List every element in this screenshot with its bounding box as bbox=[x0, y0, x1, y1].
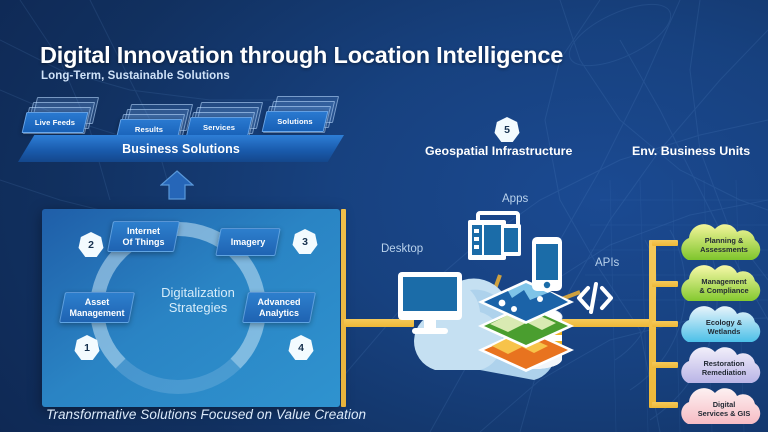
card-stack-results[interactable]: Results bbox=[115, 104, 194, 150]
node-label-imagery: Imagery bbox=[218, 228, 278, 256]
label-desktop: Desktop bbox=[381, 243, 424, 255]
business-unit-digital-services-gis[interactable]: Digital Services & GIS bbox=[676, 386, 768, 426]
business-unit-management-compliance[interactable]: Management & Compliance bbox=[676, 263, 768, 303]
business-solutions-label: Business Solutions bbox=[122, 141, 240, 156]
badge-5[interactable]: 5 bbox=[494, 117, 520, 142]
geospatial-heading: Geospatial Infrastructure bbox=[425, 144, 573, 158]
node-label-asset-management: Asset Management bbox=[62, 292, 132, 323]
business-unit-planning-assessments[interactable]: Planning & Assessments bbox=[676, 222, 768, 262]
connector-branch-3 bbox=[652, 321, 678, 327]
business-unit-ecology-wetlands[interactable]: Ecology & Wetlands bbox=[676, 304, 768, 344]
label-apis: APIs bbox=[595, 257, 620, 269]
connector-cloud-to-units bbox=[560, 319, 655, 327]
cloud-shape bbox=[681, 347, 761, 383]
business-unit-label: Management & Compliance bbox=[676, 263, 768, 303]
desktop-monitor-icon bbox=[398, 272, 462, 334]
node-label-internet-of-things: Internet Of Things bbox=[110, 221, 177, 252]
unit-line1: Digital bbox=[712, 399, 736, 409]
node-line2: Analytics bbox=[258, 307, 300, 318]
business-unit-label: Ecology & Wetlands bbox=[676, 304, 768, 344]
node-line1: Imagery bbox=[230, 236, 266, 247]
card-label: Live Feeds bbox=[34, 118, 76, 127]
page-title: Digital Innovation through Location Inte… bbox=[40, 42, 564, 68]
unit-line2: Wetlands bbox=[707, 327, 741, 336]
unit-line1: Ecology & bbox=[705, 317, 743, 327]
connector-branch-2 bbox=[652, 281, 678, 287]
unit-line2: Assessments bbox=[700, 245, 748, 254]
unit-line1: Management bbox=[701, 276, 747, 286]
card-stack-services[interactable]: Services bbox=[185, 102, 264, 148]
node-line1: Asset bbox=[84, 296, 110, 307]
card-stack-solutions[interactable]: Solutions bbox=[261, 96, 340, 142]
unit-line2: Services & GIS bbox=[697, 409, 751, 418]
business-unit-label: Planning & Assessments bbox=[676, 222, 768, 262]
node-line2: Management bbox=[69, 307, 125, 318]
panel-gold-edge bbox=[341, 209, 346, 407]
connector-branch-4 bbox=[652, 362, 678, 368]
unit-line2: Remediation bbox=[701, 368, 747, 377]
business-units-heading: Env. Business Units bbox=[632, 144, 751, 158]
business-solutions-banner bbox=[18, 135, 344, 162]
map-layers-icon bbox=[478, 280, 574, 372]
card-label: Results bbox=[134, 125, 164, 134]
connector-panel-to-cloud bbox=[344, 319, 414, 327]
business-unit-label: Restoration Remediation bbox=[676, 345, 768, 385]
card-label: Services bbox=[202, 123, 236, 132]
node-label-advanced-analytics: Advanced Analytics bbox=[245, 292, 313, 323]
page-subtitle: Long-Term, Sustainable Solutions bbox=[41, 70, 230, 82]
unit-line2: & Compliance bbox=[699, 286, 749, 295]
unit-line1: Restoration bbox=[703, 358, 745, 368]
badge-1[interactable]: 1 bbox=[74, 335, 100, 360]
connector-branch-5 bbox=[652, 402, 678, 408]
node-line1: Advanced bbox=[257, 296, 301, 307]
cloud-shape bbox=[681, 265, 761, 301]
cloud-shape bbox=[681, 306, 761, 342]
business-unit-label: Digital Services & GIS bbox=[676, 386, 768, 426]
card-label: Solutions bbox=[277, 117, 313, 126]
app-windows-icon bbox=[468, 211, 521, 260]
geospatial-infrastructure-graphic bbox=[398, 211, 613, 380]
panel-tagline: Transformative Solutions Focused on Valu… bbox=[46, 407, 367, 422]
code-brackets-icon bbox=[577, 282, 613, 314]
label-apps: Apps bbox=[502, 193, 529, 205]
business-unit-restoration-remediation[interactable]: Restoration Remediation bbox=[676, 345, 768, 385]
center-title-line1: Digitalization bbox=[161, 285, 235, 300]
mobile-phone-icon bbox=[532, 237, 562, 291]
cloud-shape bbox=[681, 388, 761, 424]
center-title-line2: Strategies bbox=[168, 300, 228, 315]
cloud-shape bbox=[681, 224, 761, 260]
badge-4[interactable]: 4 bbox=[288, 335, 314, 360]
badge-2[interactable]: 2 bbox=[78, 232, 104, 257]
node-line2: Of Things bbox=[122, 236, 165, 247]
unit-line1: Planning & bbox=[704, 235, 744, 245]
node-line1: Internet bbox=[126, 225, 160, 236]
connector-branch-1 bbox=[652, 240, 678, 246]
card-stack-live-feeds[interactable]: Live Feeds bbox=[21, 97, 100, 143]
badge-3[interactable]: 3 bbox=[292, 229, 318, 254]
panel-center-title: Digitalization Strategies bbox=[148, 285, 248, 315]
arrow-up-icon bbox=[160, 170, 194, 200]
